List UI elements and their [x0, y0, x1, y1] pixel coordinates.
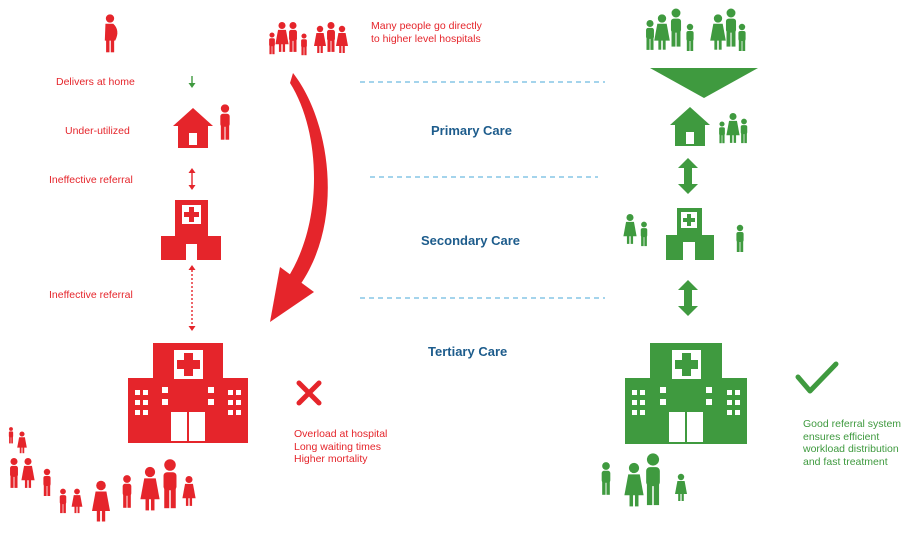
- person-icon: [220, 104, 230, 140]
- level-tertiary-care: Tertiary Care: [428, 344, 508, 359]
- double-arrow-icon: [678, 280, 698, 316]
- double-arrow-icon: [678, 158, 698, 194]
- good-line: and fast treatment: [803, 455, 888, 468]
- good-line: Good referral system: [803, 418, 902, 430]
- double-arrow-icon: [188, 168, 196, 190]
- label-many-people: Many people go directly to higher level …: [371, 20, 482, 45]
- hospital-icon: [128, 343, 248, 443]
- overload-line: Long waiting times: [294, 440, 381, 453]
- hospital-icon: [625, 343, 747, 444]
- people-group-icon: [646, 8, 746, 51]
- clinic-icon: [666, 208, 714, 260]
- label-under-utilized: Under-utilized: [65, 125, 130, 137]
- person-icon: [736, 224, 744, 252]
- label-delivers-at-home: Delivers at home: [56, 76, 135, 88]
- bypass-arrow-icon: [270, 73, 328, 322]
- overload-line: Overload at hospital: [294, 428, 388, 440]
- label-ineffective-referral: Ineffective referral: [49, 289, 133, 301]
- overload-line: Higher mortality: [294, 453, 368, 465]
- patients-group-icon: [601, 453, 687, 507]
- good-referral-text: Good referral system ensures efficient w…: [803, 418, 901, 468]
- dotted-double-arrow-icon: [188, 265, 196, 331]
- family-icon: [623, 213, 648, 247]
- home-icon: [173, 108, 213, 148]
- pregnant-woman-icon: [104, 14, 118, 53]
- family-icon: [719, 112, 748, 144]
- funnel-icon: [650, 68, 758, 98]
- good-line: ensures efficient: [803, 430, 880, 443]
- cross-icon: [296, 380, 322, 406]
- good-line: workload distribution: [803, 443, 899, 455]
- overload-text: Overload at hospital Long waiting times …: [294, 428, 387, 466]
- level-primary-care: Primary Care: [431, 123, 512, 138]
- checkmark-icon: [795, 361, 839, 394]
- people-group-icon: [269, 21, 348, 56]
- level-secondary-care: Secondary Care: [421, 233, 520, 248]
- home-icon: [670, 107, 710, 146]
- clinic-icon: [161, 200, 221, 260]
- down-arrow-icon: [188, 76, 196, 88]
- label-ineffective-referral: Ineffective referral: [49, 174, 133, 186]
